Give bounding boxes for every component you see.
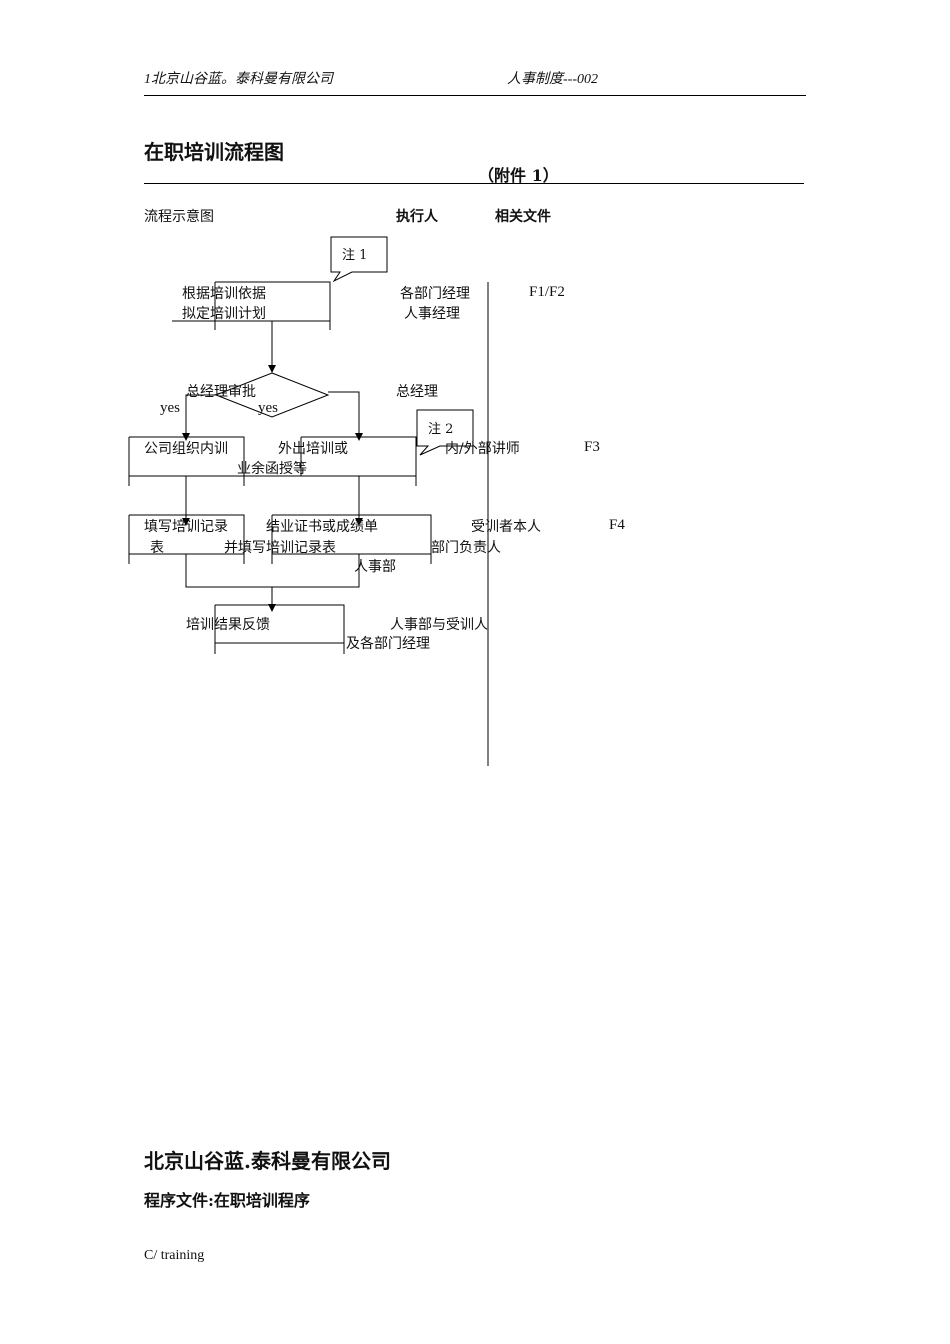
- footer-program: 程序文件:在职培训程序: [144, 1191, 310, 1210]
- executor-5-line2: 及各部门经理: [346, 636, 430, 652]
- branch-right: [328, 391, 363, 441]
- external-box: [240, 436, 417, 486]
- branch-left: [182, 394, 216, 441]
- title-rule: [144, 183, 804, 184]
- note2-label: 注 2: [428, 422, 454, 437]
- doc-f1-f2: F1/F2: [529, 284, 565, 300]
- step-cert-line2: 并填写培训记录表: [224, 540, 336, 556]
- note1-label: 注 1: [342, 248, 368, 263]
- note2-callout: [416, 409, 474, 456]
- step-record-line1: 填写培训记录: [144, 519, 228, 535]
- col-docs-heading: 相关文件: [495, 209, 551, 225]
- yes-right-label: yes: [258, 400, 278, 416]
- step-external-line1: 外出培训或: [278, 441, 348, 457]
- step-feedback: 培训结果反馈: [186, 617, 270, 633]
- attachment-label: （附件 1）: [478, 166, 559, 185]
- executor-4-line1: 受训者本人: [471, 519, 541, 535]
- col-flow-heading: 流程示意图: [144, 209, 214, 225]
- step-external-line2: 业余函授等: [237, 461, 307, 477]
- step-plan-line2: 拟定培训计划: [182, 306, 266, 322]
- yes-left-label: yes: [160, 400, 180, 416]
- executor-4-line2: 部门负责人: [431, 540, 501, 556]
- cert-box: [271, 514, 432, 564]
- executor-5-line1: 人事部与受训人: [390, 617, 488, 633]
- step-internal: 公司组织内训: [144, 441, 228, 457]
- step-approve: 总经理审批: [186, 384, 256, 400]
- header-company: 1北京山谷蓝。泰科曼有限公司: [144, 72, 333, 87]
- page-title: 在职培训流程图: [144, 140, 284, 164]
- footer-path: C/ training: [144, 1248, 205, 1263]
- step-cert-line1: 结业证书或成绩单: [266, 519, 378, 535]
- doc-f3: F3: [584, 439, 600, 455]
- executor-4-line3: 人事部: [354, 559, 396, 575]
- footer-company: 北京山谷蓝.泰科曼有限公司: [144, 1149, 391, 1173]
- executor-2: 总经理: [396, 384, 438, 400]
- executor-3: 内/外部讲师: [445, 441, 520, 457]
- plan-box: [172, 281, 331, 330]
- col-executor-heading: 执行人: [396, 209, 438, 225]
- executor-1-line1: 各部门经理: [400, 286, 470, 302]
- feedback-box: [214, 604, 345, 654]
- header-rule: [144, 95, 806, 96]
- note1-callout: [330, 236, 388, 283]
- doc-f4: F4: [609, 517, 625, 533]
- step-record-line2: 表: [150, 540, 164, 556]
- step-plan-line1: 根据培训依据: [182, 286, 266, 302]
- header-doc-number: 人事制度---002: [507, 72, 598, 87]
- executor-1-line2: 人事经理: [404, 306, 460, 322]
- approve-diamond: [214, 372, 330, 418]
